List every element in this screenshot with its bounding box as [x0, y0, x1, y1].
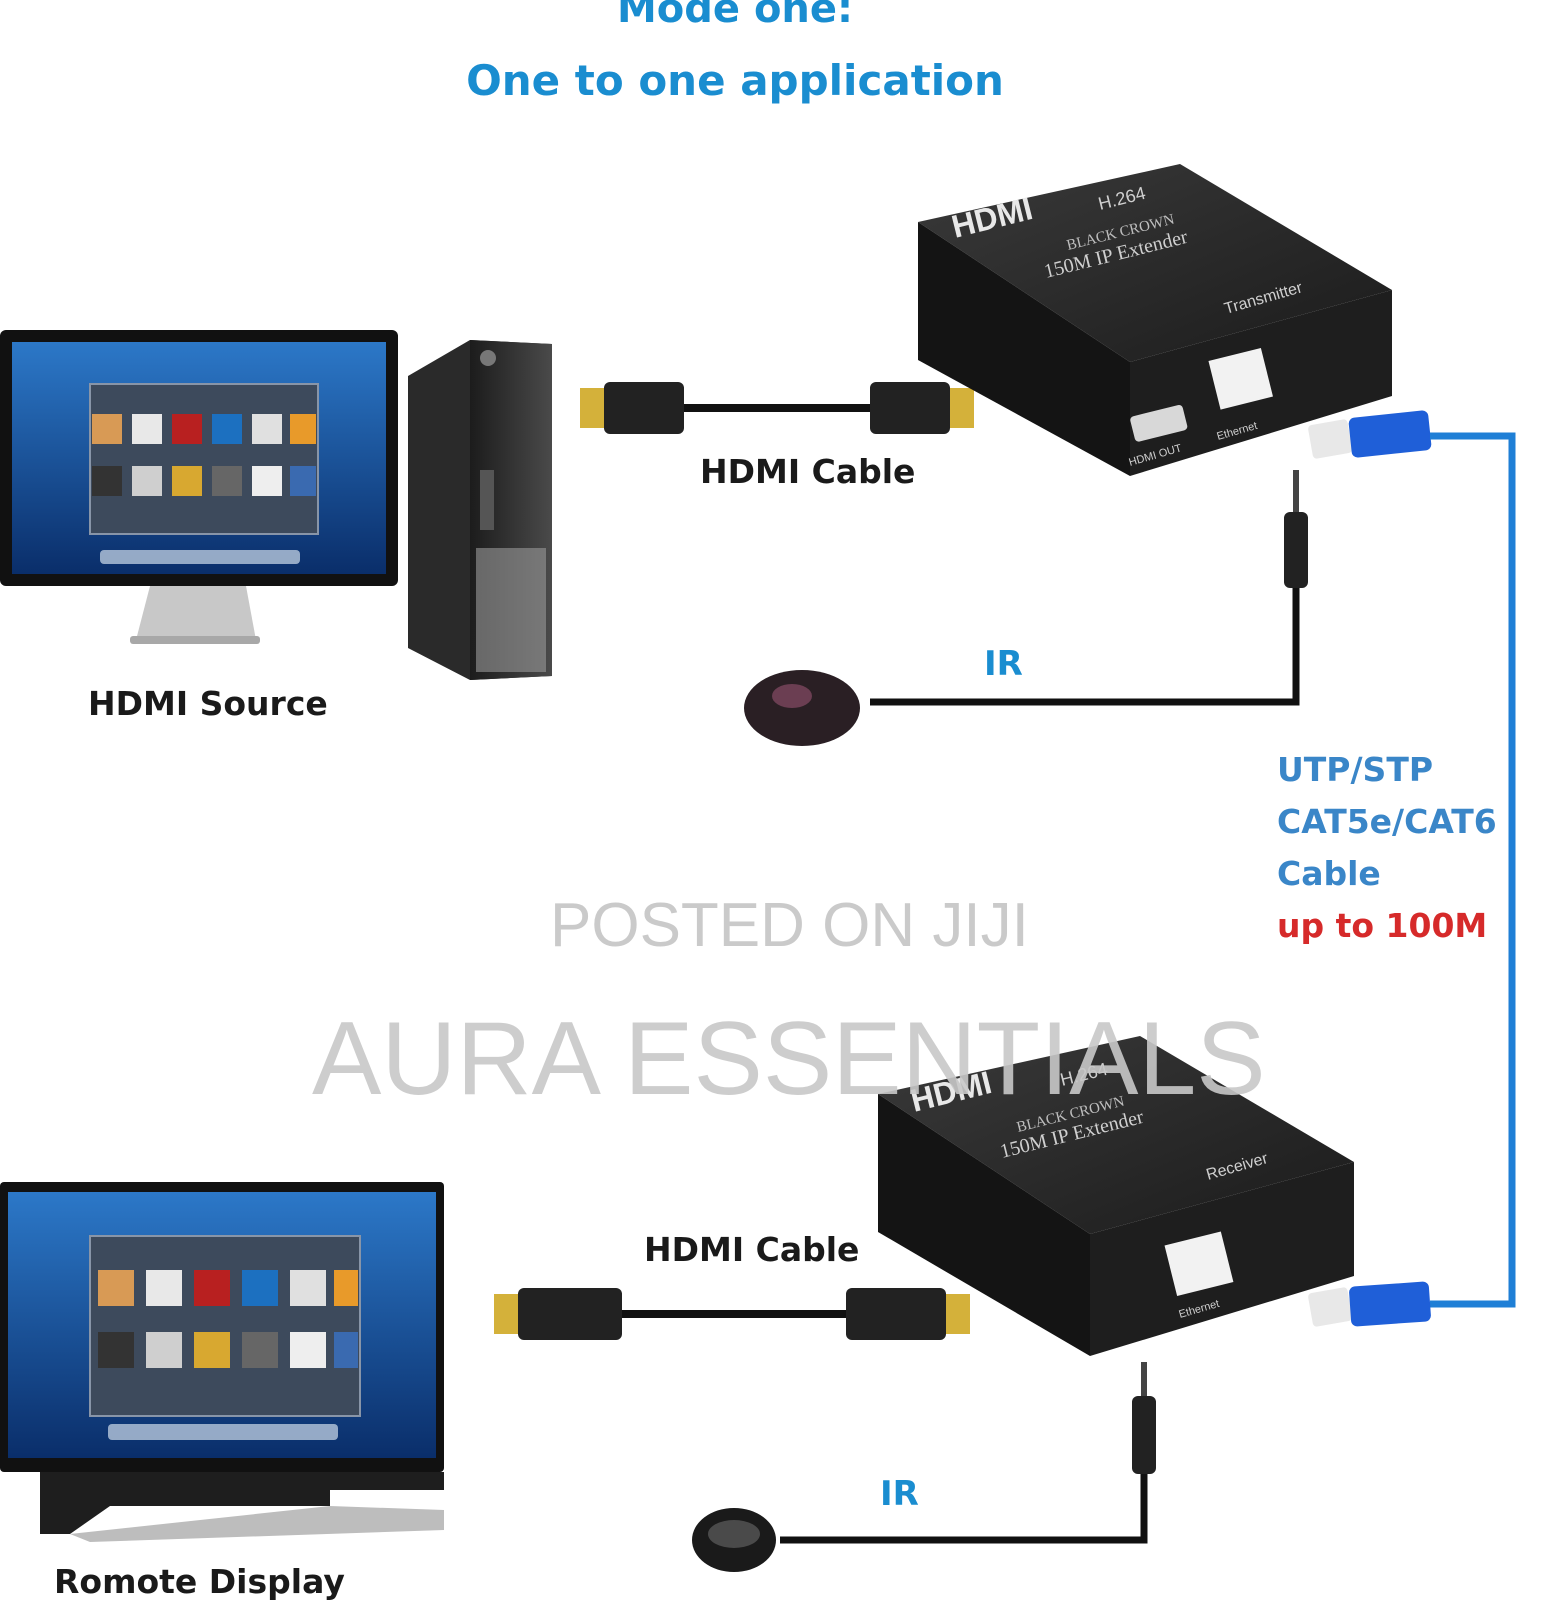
- cat-cable: [1430, 432, 1516, 1308]
- cable-spec-line2: CAT5e/CAT6: [1277, 802, 1497, 841]
- title-application: One to one application: [466, 56, 1004, 105]
- hdmi-cable-top: [580, 382, 974, 434]
- rj45-connector-top: [1308, 410, 1432, 459]
- hdmi-cable-bottom: [494, 1288, 970, 1340]
- pc-tower: [408, 340, 552, 680]
- cable-spec: UTP/STP CAT5e/CAT6 Cable up to 100M: [1277, 744, 1497, 952]
- ir-receiver-top: [744, 670, 860, 746]
- ir-jack-bottom: [780, 1362, 1156, 1544]
- hdmi-source-label: HDMI Source: [88, 684, 328, 723]
- watermark-brand: AURA ESSENTIALS: [312, 1001, 1266, 1117]
- hdmi-cable-top-label: HDMI Cable: [700, 452, 916, 491]
- rj45-connector-bottom: [1308, 1281, 1431, 1327]
- ir-jack-top: [870, 470, 1308, 706]
- cable-spec-line1: UTP/STP: [1277, 750, 1434, 789]
- cable-spec-line3: Cable: [1277, 854, 1381, 893]
- hdmi-cable-bottom-label: HDMI Cable: [644, 1230, 860, 1269]
- remote-display-label: Romote Display: [54, 1562, 345, 1601]
- receiver-box: HDMI H.264 BLACK CROWN 150M IP Extender …: [878, 1036, 1354, 1356]
- ir-bottom-label: IR: [880, 1474, 919, 1514]
- transmitter-box: HDMI H.264 BLACK CROWN 150M IP Extender …: [918, 164, 1392, 476]
- ir-top-label: IR: [984, 644, 1023, 684]
- cable-spec-line4: up to 100M: [1277, 906, 1488, 945]
- remote-display-monitor: [0, 1182, 444, 1542]
- watermark-posted: POSTED ON JIJI: [550, 891, 1029, 960]
- source-monitor: [0, 330, 398, 644]
- ir-receiver-bottom: [692, 1508, 776, 1572]
- title-mode: Mode one:: [616, 0, 854, 32]
